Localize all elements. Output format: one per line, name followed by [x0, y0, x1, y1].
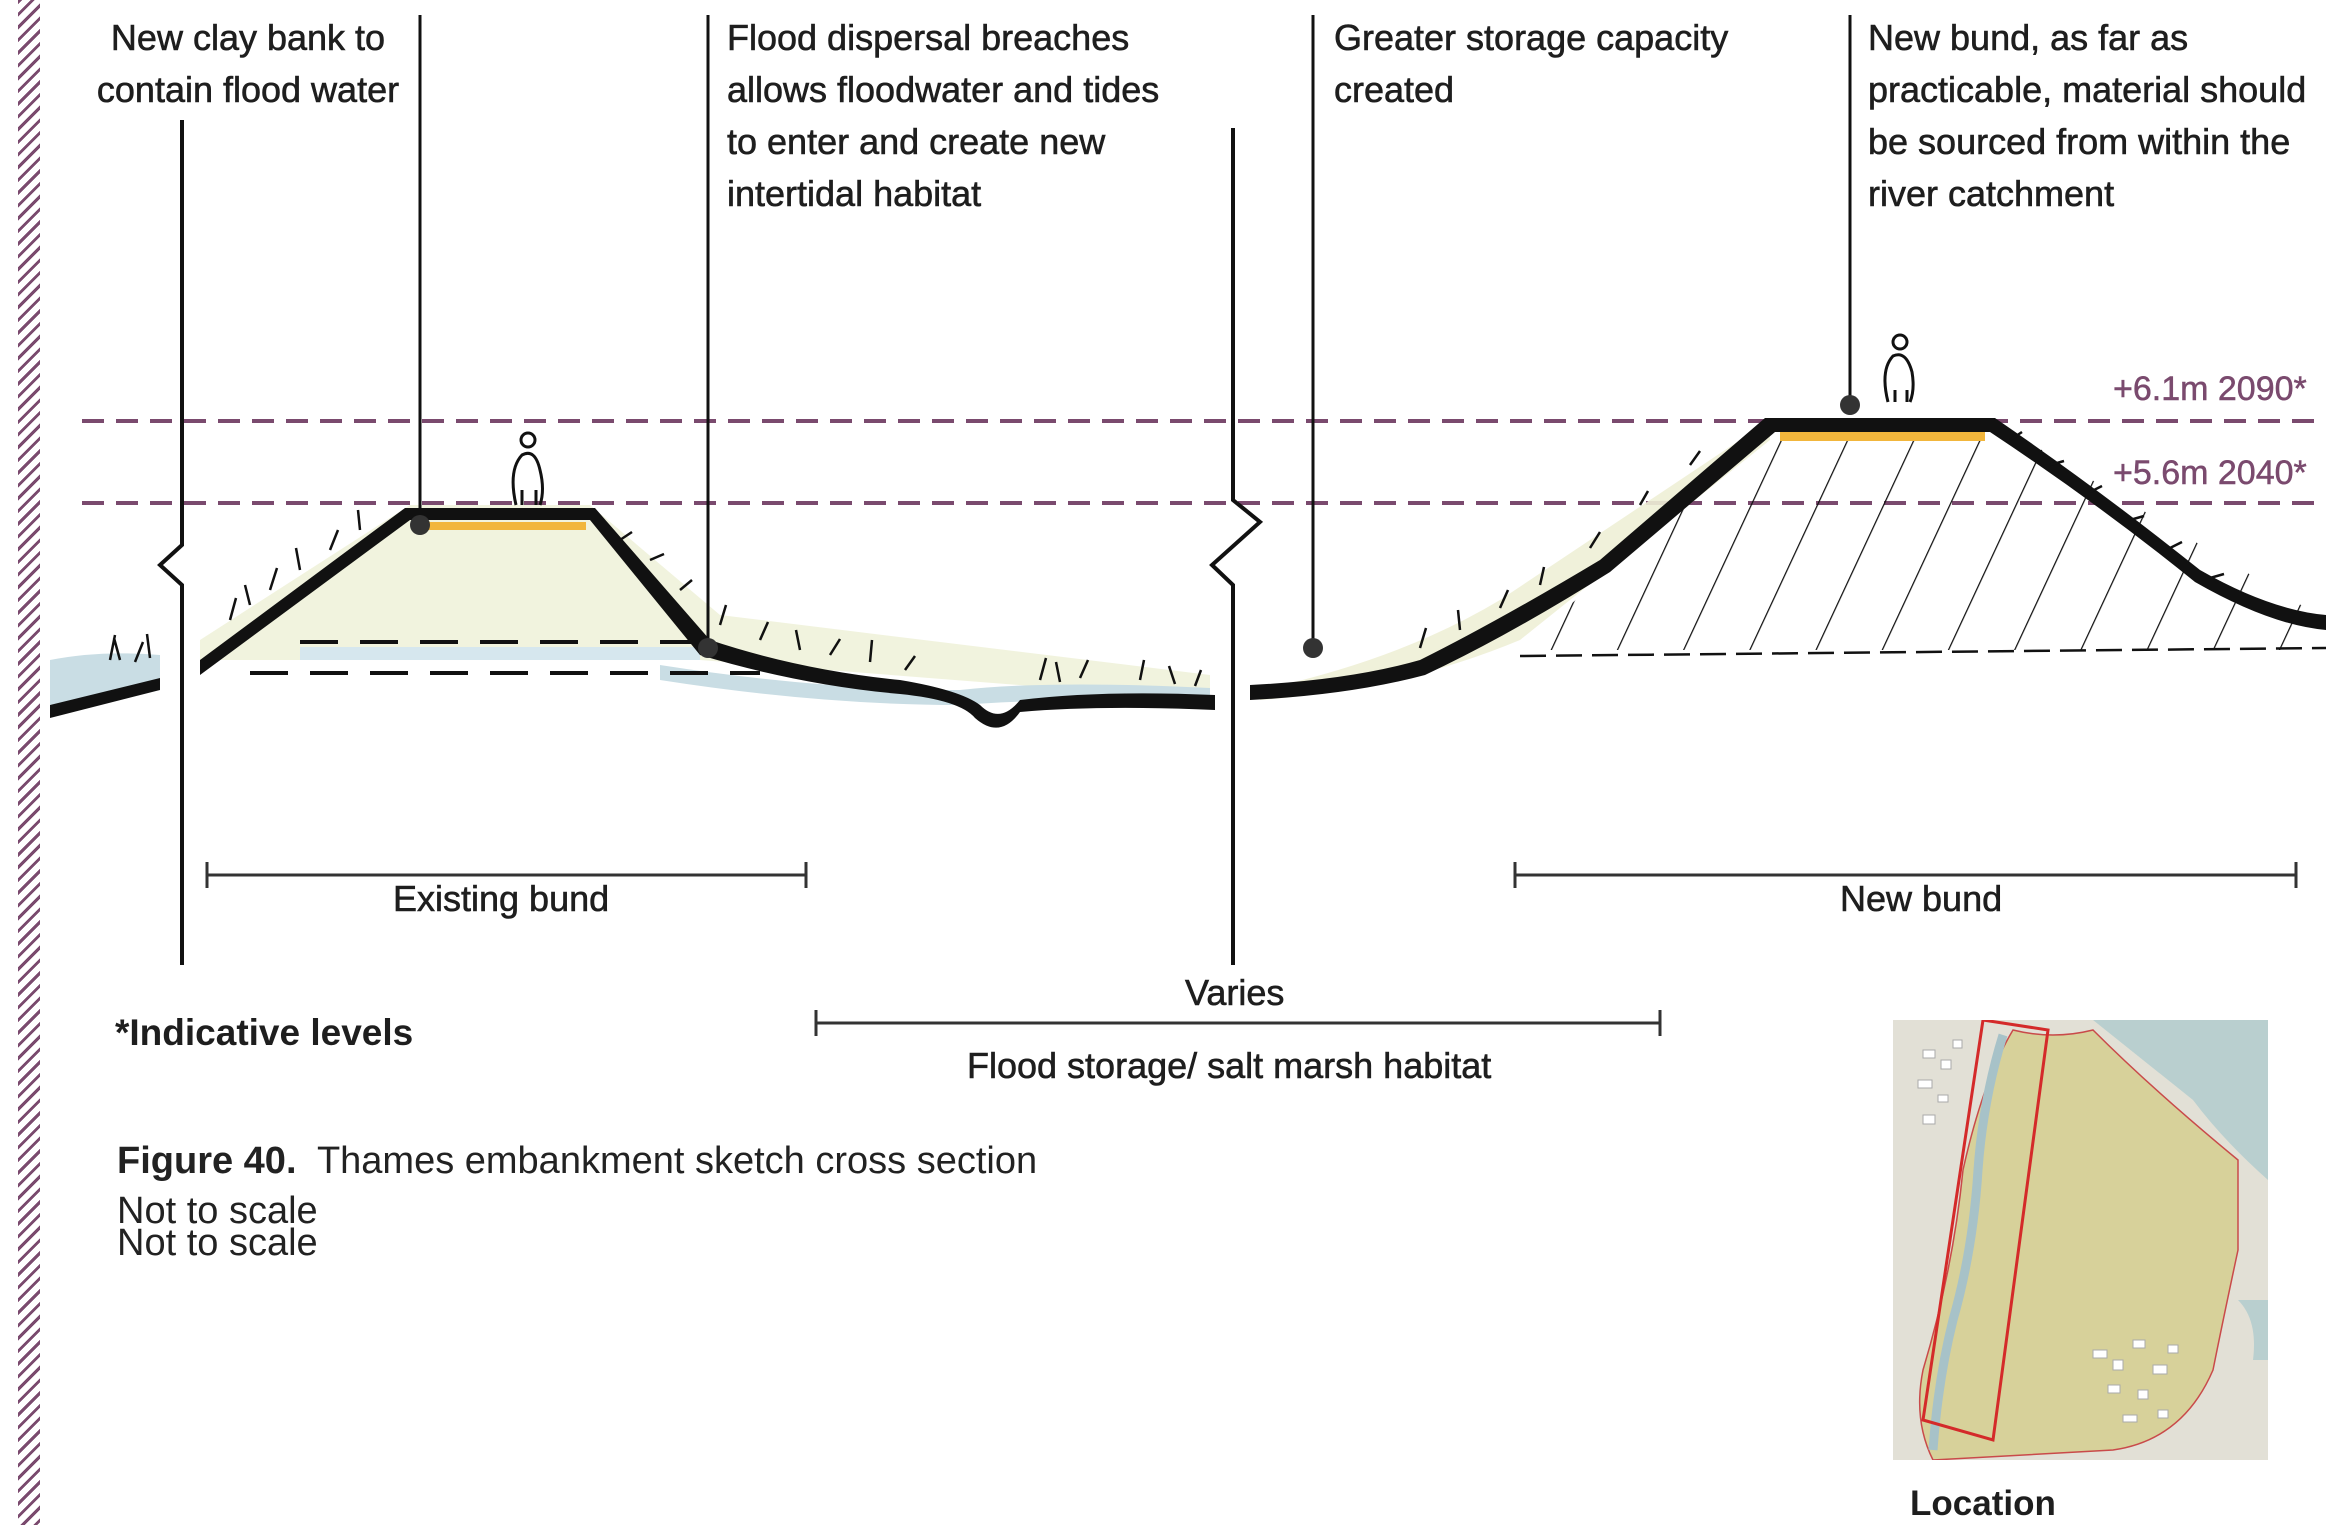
label-new-bund: New bund	[1840, 878, 2003, 920]
level-label-lower: +5.6m 2040*	[2113, 454, 2307, 493]
new-bund-crest	[1780, 432, 1985, 441]
new-bund-base	[1519, 646, 2326, 658]
decorative-hatch-strip	[18, 0, 40, 1525]
annotation-new-bund: New bund, as far as practicable, materia…	[1868, 12, 2307, 220]
leader-dot-breaches	[698, 638, 718, 658]
grass-tufts	[108, 430, 2225, 687]
map-water-estuary	[2093, 1020, 2268, 1180]
label-varies: Varies	[1185, 972, 1285, 1014]
map-river	[1928, 1033, 2008, 1451]
location-map-drawing	[1893, 1020, 2268, 1460]
existing-bund-profile	[200, 508, 1215, 728]
label-existing-bund: Existing bund	[393, 878, 610, 920]
figure-number: Figure 40.	[117, 1140, 297, 1182]
leader-dot-new-bund	[1840, 395, 1860, 415]
dim-flood-storage	[814, 1010, 1662, 1036]
annotation-line: practicable, material should	[1868, 69, 2307, 111]
annotation-line: created	[1334, 69, 1455, 111]
map-buildings	[1917, 1039, 2179, 1423]
annotation-line: intertidal habitat	[727, 173, 982, 215]
annotation-line: Greater storage capacity	[1334, 17, 1729, 59]
water-seepage	[300, 647, 700, 660]
dim-new-bund	[1513, 862, 2298, 888]
annotation-line: river catchment	[1868, 173, 2115, 215]
annotation-line: to enter and create new	[727, 121, 1106, 163]
figure-title: Thames embankment sketch cross section	[316, 1140, 1038, 1182]
new-bund-hatch	[1520, 425, 2326, 650]
leader-dot-storage	[1303, 638, 1323, 658]
annotation-line: be sourced from within the	[1868, 121, 2291, 163]
human-figure-new	[1883, 333, 1915, 403]
annotation-line: Flood dispersal breaches	[727, 17, 1130, 59]
annotation-line: New bund, as far as	[1868, 17, 2189, 59]
label-flood-storage: Flood storage/ salt marsh habitat	[967, 1045, 1492, 1087]
annotation-storage: Greater storage capacity created	[1334, 12, 1729, 116]
break-line-middle	[1209, 128, 1264, 965]
map-water-east	[2238, 1300, 2268, 1360]
map-land	[1918, 1029, 2239, 1460]
annotation-line: allows floodwater and tides	[727, 69, 1160, 111]
indicative-levels-note: *Indicative levels	[115, 1012, 414, 1053]
annotation-breaches: Flood dispersal breaches allows floodwat…	[727, 12, 1160, 220]
existing-bund-crest	[418, 522, 586, 530]
map-label: Location	[1910, 1484, 2056, 1523]
leader-dot-clay-bank	[410, 515, 430, 535]
break-line-left	[157, 120, 184, 965]
level-label-upper: +6.1m 2090*	[2113, 370, 2307, 409]
dim-existing-bund	[205, 862, 808, 888]
ground-left	[50, 678, 160, 718]
scale-note: Not to scale	[117, 1222, 318, 1264]
water-marsh	[660, 665, 1210, 705]
annotation-line: New clay bank to	[110, 17, 386, 59]
annotation-clay-bank: New clay bank to contain flood water	[88, 12, 408, 116]
map-site-outline	[1921, 1020, 2050, 1442]
location-map	[1893, 1020, 2268, 1460]
scale-note: Not to scale	[117, 1190, 318, 1232]
annotation-line: contain flood water	[96, 69, 400, 111]
human-figure-existing	[511, 431, 544, 506]
figure-caption: Figure 40. Thames embankment sketch cros…	[117, 1140, 1037, 1183]
